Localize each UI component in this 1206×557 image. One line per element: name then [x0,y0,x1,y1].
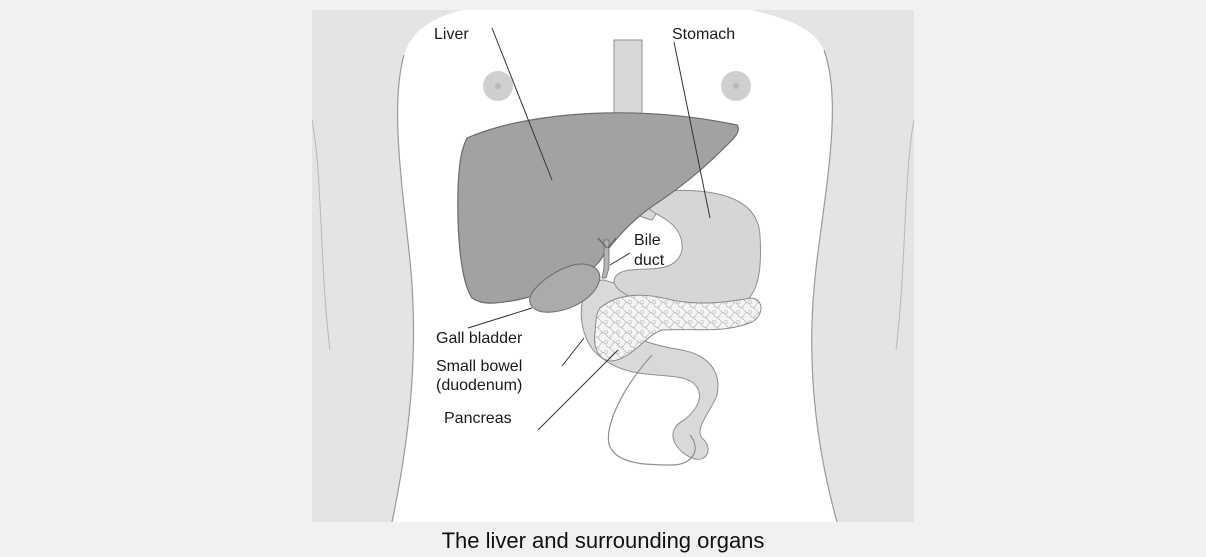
anatomy-illustration-panel: Liver Stomach Bile duct Gall bladder Sma… [312,10,914,522]
leader-line-gall-bladder [468,308,532,328]
label-liver: Liver [434,26,469,43]
label-bile-duct-line1: Bile [634,232,661,249]
label-stomach: Stomach [672,26,735,43]
label-gall-bladder: Gall bladder [436,330,523,347]
figure-caption: The liver and surrounding organs [0,528,1206,554]
label-pancreas: Pancreas [444,410,512,427]
leader-line-small-bowel [562,338,584,366]
label-small-bowel-line1: Small bowel [436,358,522,375]
label-small-bowel-line2: (duodenum) [436,377,522,394]
leader-line-bile-duct [610,253,630,265]
label-bile-duct-line2: duct [634,252,665,269]
anatomy-illustration: Liver Stomach Bile duct Gall bladder Sma… [312,10,914,522]
leader-line-pancreas [538,350,618,430]
torso-silhouette [312,10,914,522]
